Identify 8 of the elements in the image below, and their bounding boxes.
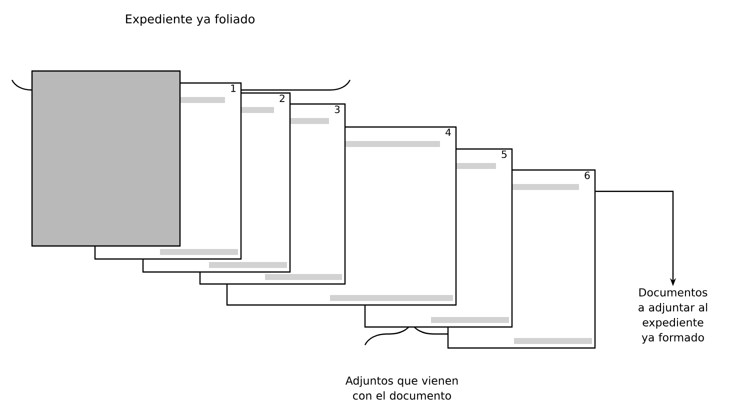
node-label: 5 [502,150,507,158]
node-label: 4 [446,128,451,136]
node-label: 6 [584,172,590,180]
node-label: 3 [334,106,340,114]
text-label: Documentos a adjuntar al expediente ya formado [638,288,708,344]
brace-label: Adjuntos que vienen con el documento [346,376,458,400]
brace-label: Expediente ya foliado [126,14,255,26]
cover-page [31,70,181,247]
